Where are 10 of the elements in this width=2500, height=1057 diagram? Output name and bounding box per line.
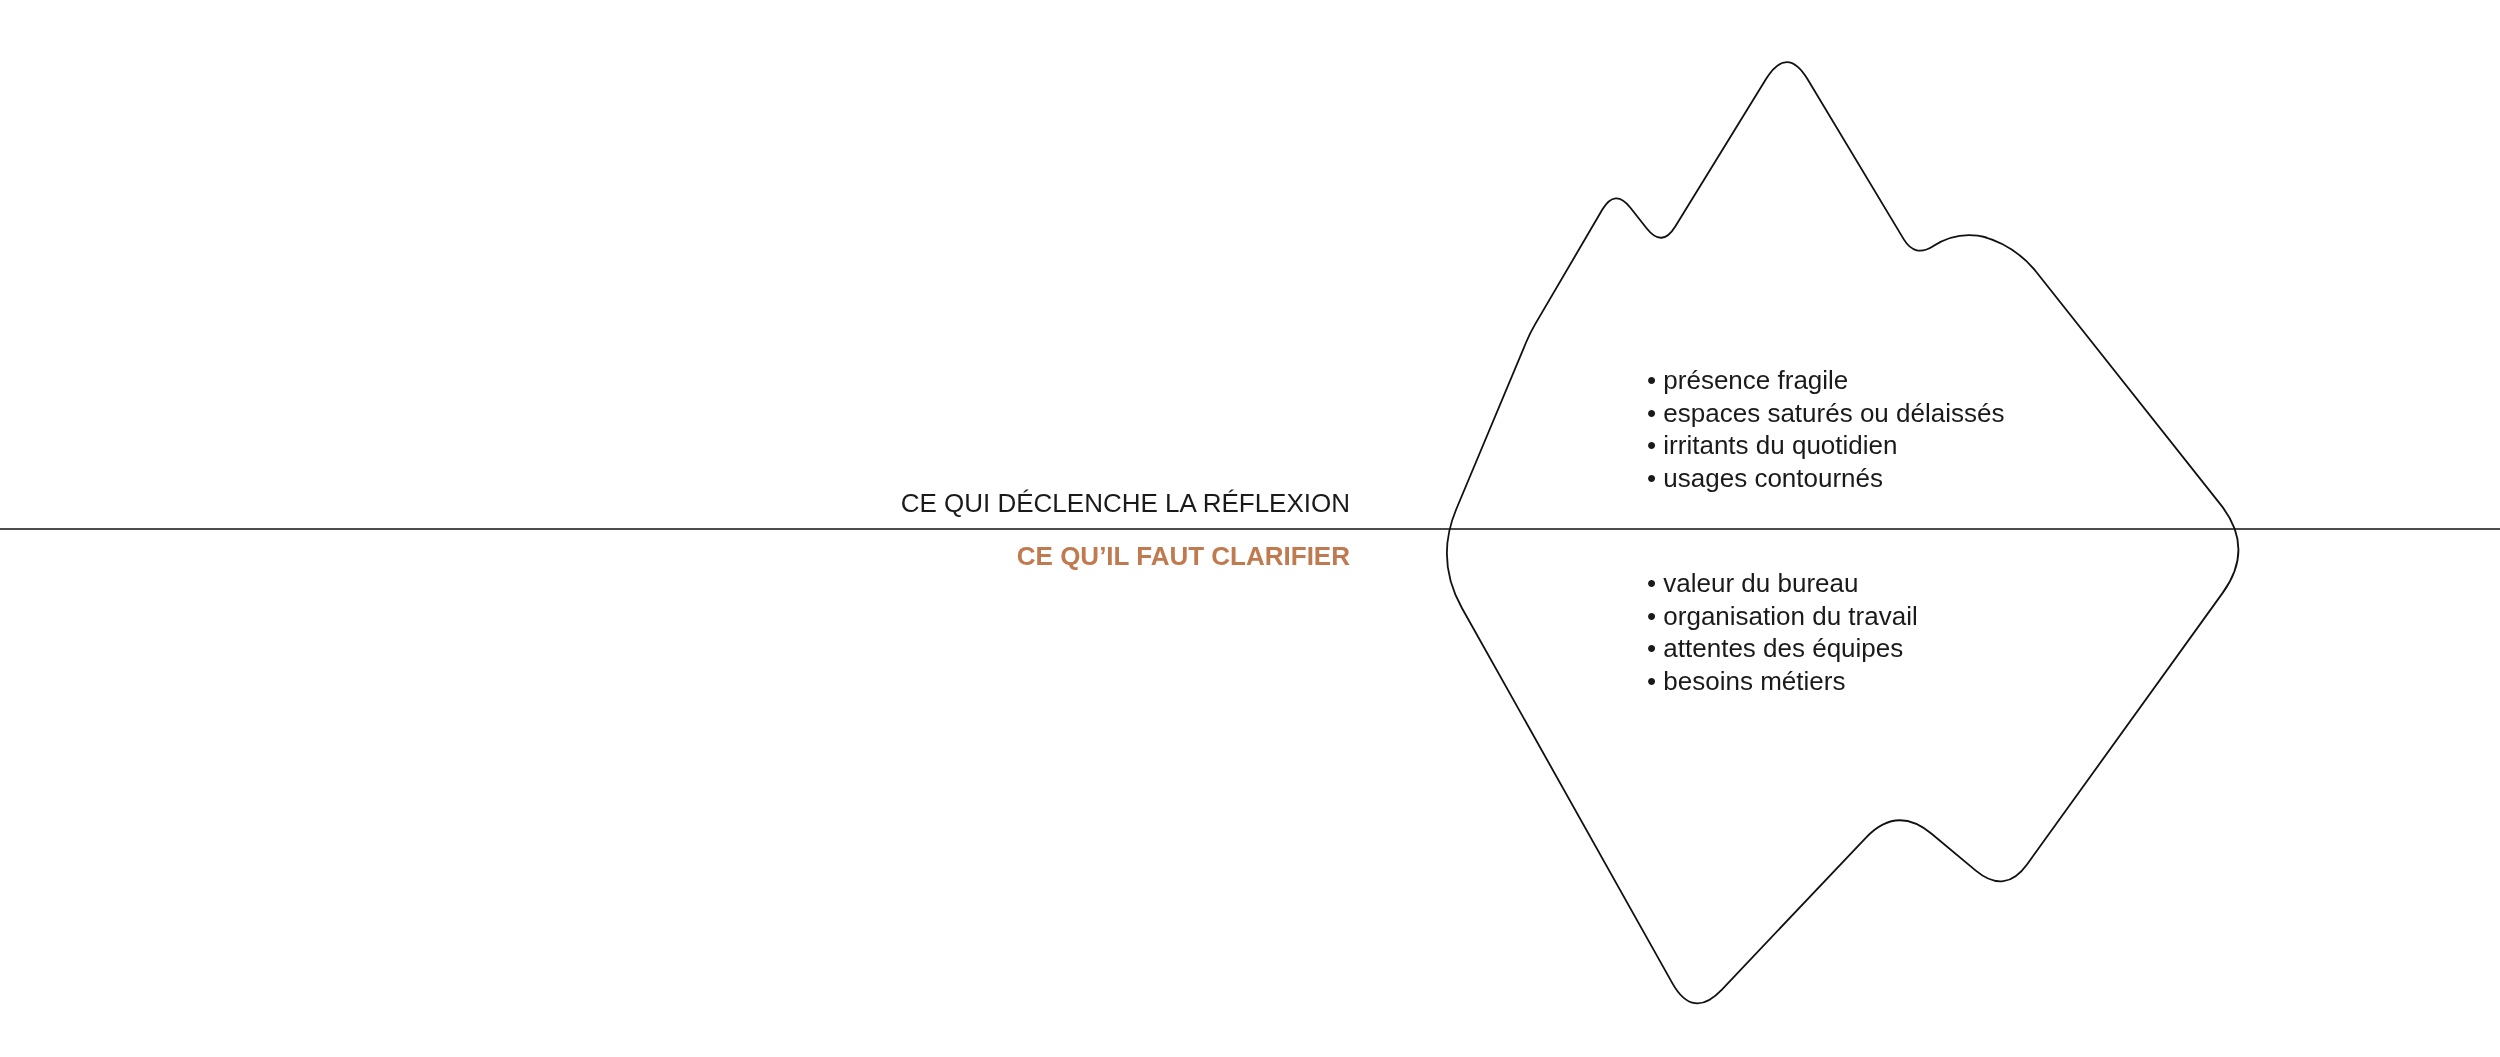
list-item: • valeur du bureau [1647, 567, 1860, 600]
list-item: • espaces saturés ou délaissés [1647, 396, 2005, 429]
list-item: • présence fragile [1647, 364, 1850, 397]
section-heading: CE QU’IL FAUT CLARIFIER [1016, 541, 1350, 572]
list-item: • attentes des équipes [1647, 632, 1905, 665]
list-item: • irritants du quotidien [1647, 429, 1899, 462]
list-item: • besoins métiers [1647, 664, 1847, 697]
section-heading: CE QUI DÉCLENCHE LA RÉFLEXION [900, 488, 1350, 519]
list-item: • organisation du travail [1647, 599, 1918, 632]
list-item: • usages contournés [1647, 461, 1885, 494]
